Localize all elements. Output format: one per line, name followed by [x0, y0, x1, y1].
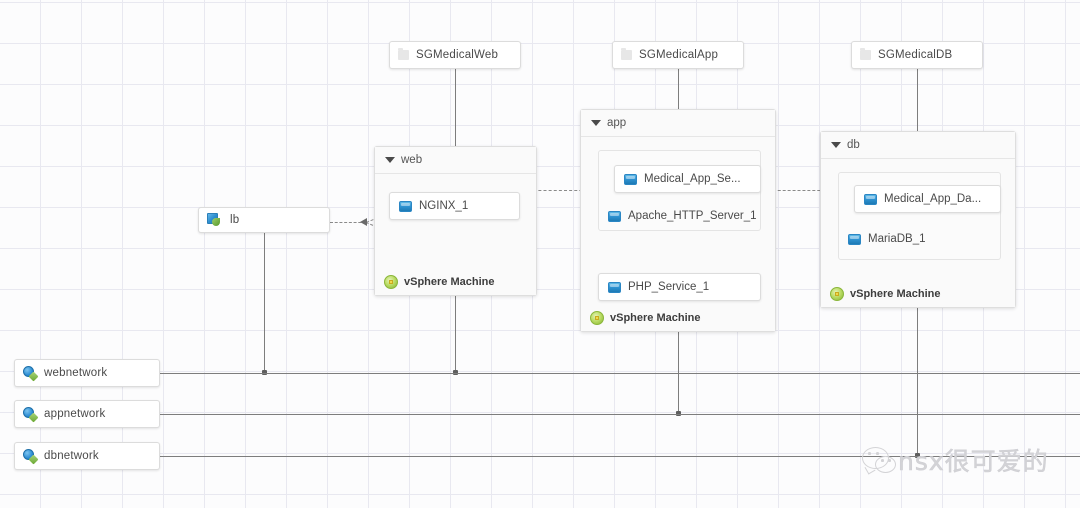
chevron-down-icon[interactable]	[385, 157, 395, 163]
edge-sg-web-to-web	[455, 68, 456, 151]
security-group-sgmedicalapp[interactable]: SGMedicalApp	[612, 41, 744, 69]
machine-container-db[interactable]: db Medical_App_Da... MariaDB_1 vSphere M…	[820, 131, 1016, 308]
machine-footer-web: vSphere Machine	[375, 269, 536, 295]
machine-container-web[interactable]: web NGINX_1 vSphere Machine	[374, 146, 537, 296]
network-node-appnetwork[interactable]: appnetwork	[14, 400, 160, 428]
edge-arrowhead	[360, 218, 367, 226]
machine-footer-app: vSphere Machine	[581, 305, 775, 331]
component-label: PHP_Service_1	[628, 281, 710, 293]
load-balancer-node[interactable]: lb	[198, 207, 330, 233]
component-apache-http-server-1[interactable]: Apache_HTTP_Server_1	[608, 210, 756, 222]
security-group-label: SGMedicalDB	[878, 49, 953, 61]
vsphere-machine-icon	[384, 275, 398, 289]
chevron-down-icon[interactable]	[831, 142, 841, 148]
bus-appnetwork	[160, 414, 1080, 415]
edge-endpoint	[915, 453, 920, 458]
edge-lb-to-web	[330, 222, 366, 223]
security-group-label: SGMedicalApp	[639, 49, 719, 61]
edge-app-to-db	[758, 190, 840, 191]
edge-db-to-dbnetwork	[917, 308, 918, 457]
network-node-webnetwork[interactable]: webnetwork	[14, 359, 160, 387]
load-balancer-label: lb	[230, 214, 240, 226]
machine-type-label: vSphere Machine	[850, 288, 941, 300]
vsphere-machine-icon	[590, 311, 604, 325]
security-group-sgmedicalweb[interactable]: SGMedicalWeb	[389, 41, 521, 69]
network-label: appnetwork	[44, 408, 106, 420]
component-label: Apache_HTTP_Server_1	[628, 210, 757, 222]
vsphere-machine-icon	[830, 287, 844, 301]
edge-sg-app-to-app	[678, 68, 679, 110]
component-mariadb-1[interactable]: MariaDB_1	[848, 233, 926, 245]
component-label: Medical_App_Se...	[644, 173, 741, 185]
software-component-icon	[608, 210, 621, 222]
network-icon	[23, 407, 39, 423]
machine-header-db[interactable]: db	[821, 132, 1015, 159]
software-component-icon	[399, 200, 412, 212]
bus-webnetwork	[160, 373, 1080, 374]
network-icon	[23, 366, 39, 382]
software-component-icon	[864, 193, 877, 205]
software-component-icon	[848, 233, 861, 245]
component-label: Medical_App_Da...	[884, 193, 982, 205]
security-group-icon	[398, 48, 409, 60]
security-group-icon	[621, 48, 632, 60]
component-medical-app-service[interactable]: Medical_App_Se...	[614, 165, 761, 193]
wechat-logo-icon	[862, 447, 896, 473]
watermark: nsx很可爱的	[862, 442, 1049, 478]
component-php-service-1[interactable]: PHP_Service_1	[598, 273, 761, 301]
security-group-label: SGMedicalWeb	[416, 49, 499, 61]
machine-name-label: web	[401, 154, 423, 166]
machine-name-label: db	[847, 139, 860, 151]
edge-web-to-webnetwork	[455, 296, 456, 373]
edge-sg-db-to-db	[917, 68, 918, 133]
edge-endpoint	[262, 370, 267, 375]
chevron-down-icon[interactable]	[591, 120, 601, 126]
network-label: dbnetwork	[44, 450, 99, 462]
load-balancer-icon	[207, 213, 223, 227]
machine-header-app[interactable]: app	[581, 110, 775, 137]
watermark-text: nsx很可爱的	[898, 447, 1049, 477]
component-label: MariaDB_1	[868, 233, 926, 245]
network-node-dbnetwork[interactable]: dbnetwork	[14, 442, 160, 470]
machine-header-web[interactable]: web	[375, 147, 536, 174]
security-group-sgmedicaldb[interactable]: SGMedicalDB	[851, 41, 983, 69]
machine-container-app[interactable]: app Medical_App_Se... Apache_HTTP_Server…	[580, 109, 776, 332]
software-component-icon	[608, 281, 621, 293]
software-component-icon	[624, 173, 637, 185]
machine-footer-db: vSphere Machine	[821, 281, 1015, 307]
edge-endpoint	[676, 411, 681, 416]
component-medical-app-database[interactable]: Medical_App_Da...	[854, 185, 1001, 213]
network-label: webnetwork	[44, 367, 108, 379]
network-icon	[23, 449, 39, 465]
edge-endpoint	[453, 370, 458, 375]
machine-type-label: vSphere Machine	[404, 276, 495, 288]
edge-web-to-app	[523, 190, 608, 191]
component-nginx-1[interactable]: NGINX_1	[389, 192, 520, 220]
security-group-icon	[860, 48, 871, 60]
edge-lb-to-webnetwork	[264, 232, 265, 373]
bus-dbnetwork	[160, 456, 1080, 457]
machine-type-label: vSphere Machine	[610, 312, 701, 324]
component-label: NGINX_1	[419, 200, 469, 212]
machine-name-label: app	[607, 117, 627, 129]
